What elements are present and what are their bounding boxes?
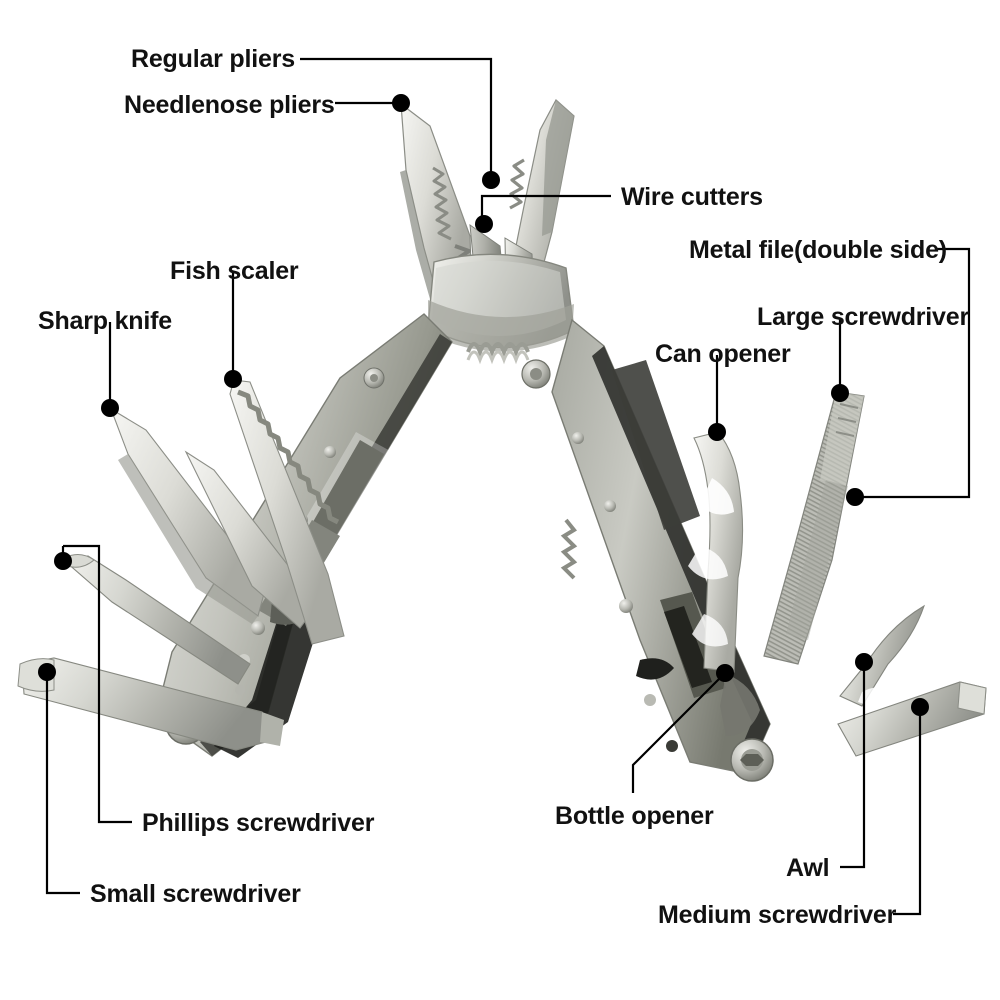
- dot-wire-cutters: [475, 215, 493, 233]
- spring: [466, 342, 530, 365]
- dot-large-screwdriver: [831, 384, 849, 402]
- leader-metal-file: [858, 247, 971, 499]
- dot-bottle-opener: [716, 664, 734, 682]
- dot-awl: [855, 653, 873, 671]
- label-sharp-knife: Sharp knife: [38, 307, 172, 335]
- left-tools: [17, 379, 345, 751]
- label-large-screwdriver: Large screwdriver: [757, 303, 969, 331]
- dot-needlenose-pliers: [392, 94, 410, 112]
- dot-regular-pliers: [482, 171, 500, 189]
- label-wire-cutters: Wire cutters: [621, 183, 763, 211]
- label-bottle-opener: Bottle opener: [555, 802, 714, 830]
- dot-can-opener: [708, 423, 726, 441]
- tool-body: [17, 99, 987, 782]
- dot-small-screwdriver: [38, 663, 56, 681]
- leader-phillips-screwdriver: [61, 544, 132, 824]
- label-metal-file: Metal file(double side): [689, 236, 947, 264]
- leader-dots: [38, 94, 929, 716]
- label-needlenose-pliers: Needlenose pliers: [124, 91, 335, 119]
- label-small-screwdriver: Small screwdriver: [90, 880, 301, 908]
- dot-sharp-knife: [101, 399, 119, 417]
- label-phillips-screwdriver: Phillips screwdriver: [142, 809, 375, 837]
- dot-phillips-screwdriver: [54, 552, 72, 570]
- leader-awl: [840, 666, 866, 869]
- label-medium-screwdriver: Medium screwdriver: [658, 901, 897, 929]
- leader-small-screwdriver: [45, 676, 80, 895]
- dot-medium-screwdriver: [911, 698, 929, 716]
- label-fish-scaler: Fish scaler: [170, 257, 299, 285]
- dot-fish-scaler: [224, 370, 242, 388]
- leader-regular-pliers: [300, 57, 493, 177]
- label-regular-pliers: Regular pliers: [131, 45, 295, 73]
- dot-metal-file: [846, 488, 864, 506]
- label-can-opener: Can opener: [655, 340, 791, 368]
- label-awl: Awl: [786, 854, 830, 882]
- leader-bottle-opener: [631, 675, 723, 793]
- leader-wire-cutters: [480, 194, 611, 221]
- leader-medium-screwdriver: [893, 711, 922, 916]
- right-tools: [688, 391, 987, 757]
